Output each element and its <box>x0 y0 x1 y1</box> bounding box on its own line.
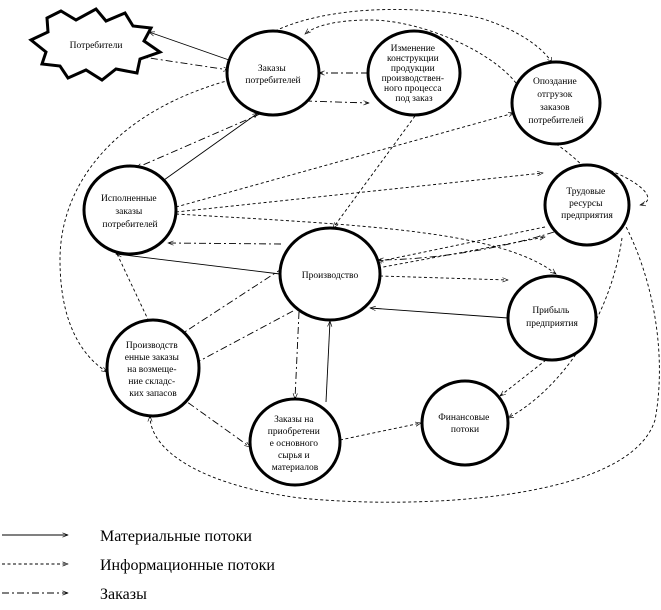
consumers-label-line: Потребители <box>70 40 123 51</box>
edge-consumers-to-orders <box>135 55 229 70</box>
edge-fulfilled-to-orders <box>163 113 258 181</box>
orders-label-line: потребителей <box>245 75 300 86</box>
edge-production-to-labor <box>377 237 545 269</box>
change-label-line: Изменение <box>391 44 435 54</box>
fulfilled-label: Исполненные заказы потребителей <box>101 194 159 230</box>
change-label: Изменение конструкции продукции производ… <box>382 44 447 104</box>
profit-label-line: предприятия <box>526 319 578 329</box>
legend-label-orders: Заказы <box>100 586 147 603</box>
consumers-burst-shape <box>28 7 164 82</box>
edge-production-to-fulfilled <box>168 243 282 244</box>
orders-label-line: Заказы <box>258 64 286 74</box>
edge-production-to-prodorders <box>180 267 284 335</box>
labor-label: Трудовые ресурсы предприятия <box>561 187 613 221</box>
node-prodorders: Производств енные заказы на возмеще- ние… <box>105 318 201 418</box>
node-fulfilled: Исполненные заказы потребителей <box>82 164 178 256</box>
purchase-label: Заказы на приобретени е основного сырья … <box>268 415 322 473</box>
finance-label-line: Финансовые <box>438 413 489 423</box>
purchase-label-line: сырья и <box>278 451 310 461</box>
profit-label-line: Прибыль <box>532 305 570 316</box>
edge-production-to-purchase <box>295 311 300 399</box>
change-label-line: продукции <box>391 64 435 74</box>
node-production: Производство <box>278 226 382 322</box>
legend: Материальные потоки Информационные поток… <box>2 528 275 603</box>
labor-label-line: Трудовые <box>566 187 605 197</box>
edge-top-arc <box>274 9 552 63</box>
fulfilled-label-line: Исполненные <box>101 194 157 204</box>
fulfilled-label-line: потребителей <box>102 219 157 230</box>
edge-prodorders-to-purchase <box>175 393 250 447</box>
legend-label-material: Материальные потоки <box>100 528 252 545</box>
production-label-line: Производство <box>302 271 359 281</box>
node-consumers: Потребители <box>28 7 164 82</box>
delay-label: Опоздание отгрузок заказов потребителей <box>528 77 583 126</box>
prodorders-label-line: на возмеще- <box>127 365 176 375</box>
edge-purchase-to-finance <box>339 423 421 441</box>
node-purchase: Заказы на приобретени е основного сырья … <box>248 397 342 487</box>
prodorders-label-line: Производств <box>126 341 178 351</box>
edge-change-to-production <box>333 115 416 228</box>
production-label: Производство <box>302 271 359 281</box>
consumers-label: Потребители <box>70 40 123 51</box>
edge-profit-to-production <box>370 308 509 319</box>
node-orders: Заказы потребителей <box>225 29 321 117</box>
edge-delay-to-orders <box>305 19 517 84</box>
purchase-label-line: Заказы на <box>274 415 314 425</box>
edge-production-to-prodorders-2 <box>190 310 294 366</box>
purchase-label-line: материалов <box>272 463 319 473</box>
node-finance: Финансовые потоки <box>420 379 510 467</box>
edge-profit-to-finance <box>500 359 547 396</box>
edge-fulfilled-to-labor <box>175 173 543 213</box>
prodorders-label-line: ние складс- <box>128 377 175 387</box>
delay-label-line: заказов <box>540 103 570 113</box>
orders-label: Заказы потребителей <box>245 64 300 86</box>
edge-orders-to-consumers <box>149 32 230 61</box>
delay-label-line: отгрузок <box>537 90 572 100</box>
node-change: Изменение конструкции продукции производ… <box>366 29 462 117</box>
prodorders-label: Производств енные заказы на возмеще- ние… <box>125 341 182 399</box>
edge-orders-to-fulfilled <box>136 113 261 169</box>
finance-label-line: потоки <box>451 425 479 435</box>
edge-production-to-profit <box>379 275 508 280</box>
node-profit: Прибыль предприятия <box>506 274 598 362</box>
node-delay: Опоздание отгрузок заказов потребителей <box>510 60 602 146</box>
edge-orders-to-change <box>304 101 369 103</box>
delay-label-line: Опоздание <box>533 77 577 87</box>
finance-label: Финансовые потоки <box>438 413 491 435</box>
profit-label: Прибыль предприятия <box>526 305 578 329</box>
delay-label-line: потребителей <box>528 115 583 126</box>
edge-fulfilled-to-delay <box>175 113 514 208</box>
fulfilled-label-line: заказы <box>115 207 142 217</box>
edge-production-to-fulfilled-material <box>116 254 281 275</box>
change-label-line: конструкции <box>387 54 439 64</box>
labor-label-line: предприятия <box>561 211 613 221</box>
prodorders-label-line: енные заказы <box>125 353 180 363</box>
edge-fulfilled-to-profit <box>175 213 556 274</box>
change-label-line: производствен- <box>382 74 444 84</box>
edge-left-arc <box>59 79 231 372</box>
change-label-line: под заказ <box>395 94 432 104</box>
edge-outer-loop <box>150 143 660 503</box>
labor-label-line: ресурсы <box>569 199 603 209</box>
change-label-line: ного процесса <box>384 84 442 94</box>
purchase-label-line: е основного <box>270 439 319 449</box>
purchase-label-line: приобретени <box>268 426 320 437</box>
node-labor: Трудовые ресурсы предприятия <box>543 163 631 247</box>
prodorders-label-line: ких запасов <box>129 389 177 399</box>
edge-labor-to-production <box>376 226 546 262</box>
edge-purchase-to-production <box>325 321 330 403</box>
legend-label-information: Информационные потоки <box>100 557 275 574</box>
